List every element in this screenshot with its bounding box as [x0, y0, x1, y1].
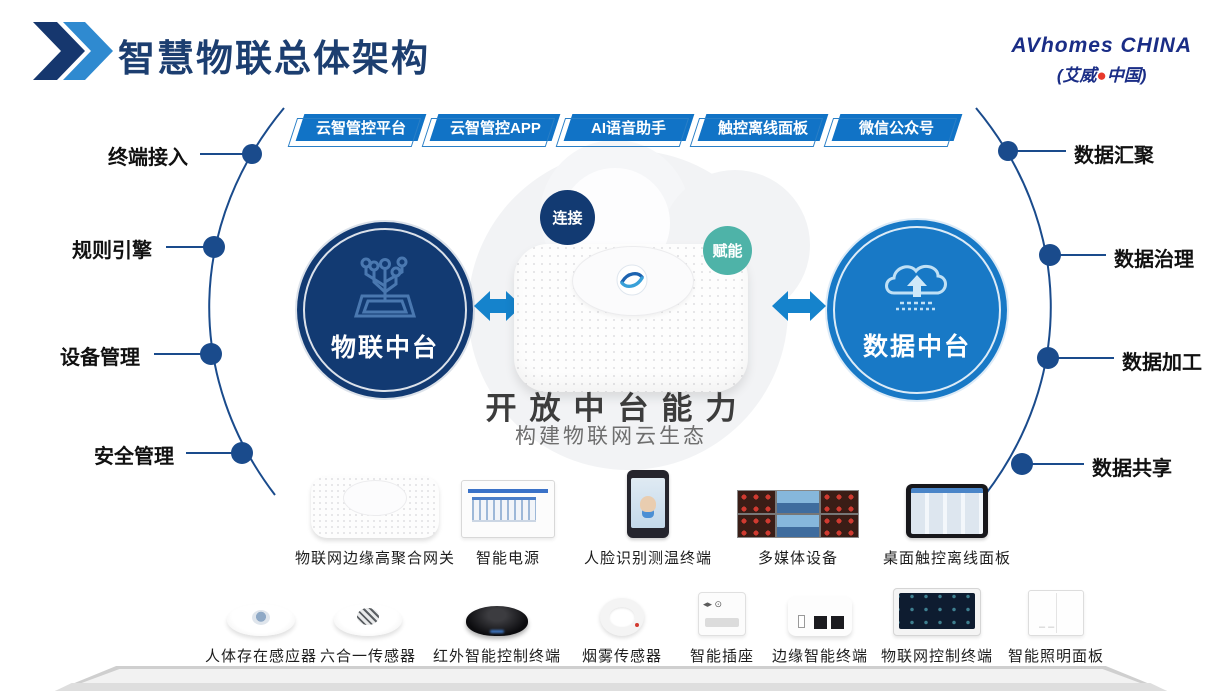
button-cloud-control-platform[interactable]: 云智管控平台 — [295, 114, 427, 141]
empower-badge: 赋能 — [703, 226, 752, 275]
label-rule-engine: 规则引擎 — [72, 240, 152, 262]
smart-power-image — [461, 480, 555, 538]
ir-controller-image — [466, 606, 528, 636]
label-data-processing: 数据加工 — [1122, 352, 1202, 374]
arc-node-dot — [1039, 244, 1061, 266]
label-data-governance: 数据治理 — [1114, 249, 1194, 271]
button-wechat-official[interactable]: 微信公众号 — [831, 114, 963, 141]
device-edge-gateway: 物联网边缘高聚合网关 — [275, 476, 475, 568]
device-desk-panel: 桌面触控离线面板 — [877, 476, 1017, 568]
wall-cell — [777, 491, 819, 513]
iot-network-icon — [353, 256, 417, 318]
center-subheading: 构建物联网云生态 — [515, 424, 707, 448]
logo-text-cn: (艾威●中国) — [1056, 66, 1147, 85]
device-ir-controller: 红外智能控制终端 — [427, 596, 567, 666]
label-data-sharing: 数据共享 — [1092, 458, 1172, 480]
center-heading: 开放中台能力 — [485, 391, 750, 426]
smart-socket-image — [698, 592, 746, 636]
video-wall-image — [737, 490, 859, 538]
device-multimedia: 多媒体设备 — [737, 476, 859, 568]
wall-cell — [820, 515, 858, 537]
desk-touch-panel-image — [906, 484, 988, 538]
arc-node-dot — [1011, 453, 1033, 475]
wall-cell — [738, 515, 776, 537]
edge-gateway-image — [311, 476, 439, 538]
wall-cell — [777, 515, 819, 537]
logo-red-dot: ● — [1096, 66, 1107, 85]
right-double-arrow-icon — [772, 291, 826, 321]
iot-middle-platform-circle: 物联中台 — [297, 222, 473, 398]
device-smoke-sensor: 烟雾传感器 — [552, 596, 692, 666]
arc-node-dot — [203, 236, 225, 258]
edge-terminal-image — [788, 596, 852, 636]
left-double-arrow-icon — [474, 291, 522, 321]
device-iot-control-terminal: 物联网控制终端 — [867, 588, 1007, 666]
device-smart-socket: 智能插座 — [652, 592, 792, 666]
six-in-one-sensor-image — [334, 604, 402, 636]
face-recognition-terminal-image — [627, 470, 669, 538]
arc-node-dot — [998, 141, 1018, 161]
data-middle-platform-circle: 数据中台 — [827, 220, 1007, 400]
label-data-aggregation: 数据汇聚 — [1074, 145, 1154, 167]
logo-text-en: AVhomes CHINA — [1011, 34, 1192, 57]
connect-badge: 连接 — [540, 190, 595, 245]
device-edge-terminal: 边缘智能终端 — [750, 596, 890, 666]
button-touch-offline-panel[interactable]: 触控离线面板 — [697, 114, 829, 141]
label-security-management: 安全管理 — [94, 446, 174, 468]
arc-node-dot — [200, 343, 222, 365]
device-lighting-panel: 智能照明面板 — [986, 590, 1126, 666]
hub-label: 数据中台 — [862, 333, 971, 361]
wall-cell — [738, 491, 776, 513]
label-device-management: 设备管理 — [60, 347, 140, 369]
device-six-in-one-sensor: 六合一传感器 — [298, 596, 438, 666]
label-terminal-access: 终端接入 — [108, 147, 188, 169]
button-ai-voice-assistant[interactable]: AI语音助手 — [563, 114, 695, 141]
lighting-panel-image — [1028, 590, 1084, 636]
page-title: 智慧物联总体架构 — [118, 38, 430, 79]
device-presence-sensor: 人体存在感应器 — [191, 596, 331, 666]
stage-platform-edge — [55, 683, 1167, 691]
wall-cell — [820, 491, 858, 513]
cloud-upload-icon — [885, 264, 947, 311]
device-brand-logo-icon — [616, 264, 648, 296]
iot-control-terminal-image — [893, 588, 981, 636]
arc-node-dot — [242, 144, 262, 164]
smoke-sensor-image — [600, 598, 644, 636]
device-smart-power: 智能电源 — [448, 476, 568, 568]
presence-sensor-image — [227, 604, 295, 636]
arc-node-dot — [231, 442, 253, 464]
arc-node-dot — [1037, 347, 1059, 369]
double-chevron-icon — [33, 22, 113, 80]
platform-button-row: 云智管控平台 云智管控APP AI语音助手 触控离线面板 微信公众号 — [295, 114, 963, 141]
button-cloud-control-app[interactable]: 云智管控APP — [429, 114, 561, 141]
company-logo: AVhomes CHINA (艾威●中国) — [1011, 34, 1192, 86]
hub-label: 物联中台 — [330, 334, 439, 362]
device-face-terminal: 人脸识别测温终端 — [584, 470, 711, 568]
